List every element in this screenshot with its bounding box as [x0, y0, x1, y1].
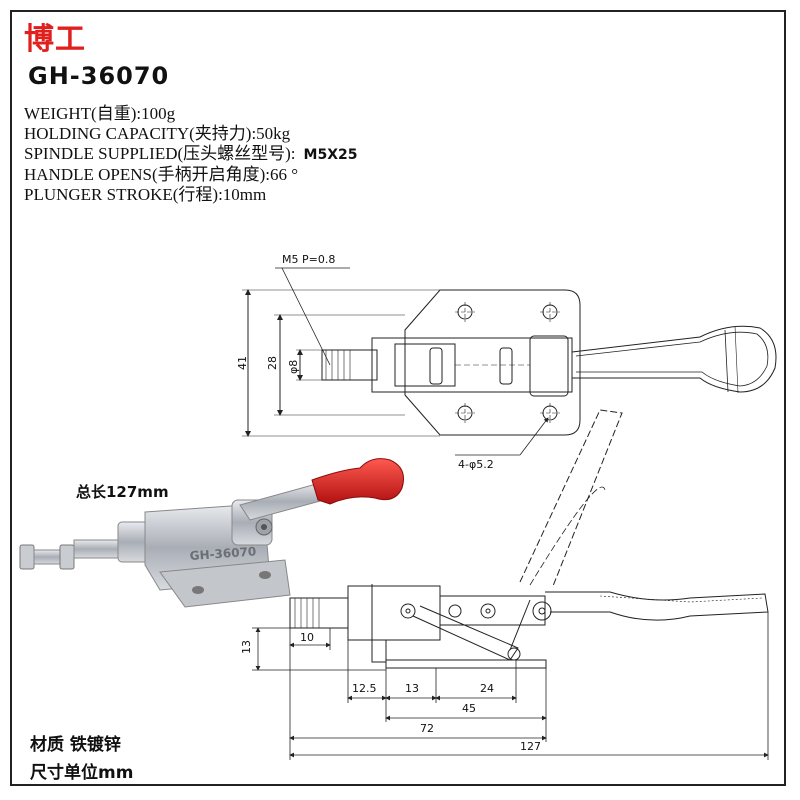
spec-spindle-text: SPINDLE SUPPLIED(压头螺丝型号):	[24, 144, 296, 163]
spec-stroke-text: PLUNGER STROKE(行程):10mm	[24, 185, 267, 204]
spec-handle-opens: HANDLE OPENS(手柄开启角度):66 °	[24, 165, 358, 185]
side-view-drawing	[252, 409, 769, 760]
dim-phi8: φ8	[287, 360, 300, 374]
spec-plunger-stroke: PLUNGER STROKE(行程):10mm	[24, 185, 358, 205]
top-handle	[571, 325, 777, 393]
total-length-note: 总长127mm	[76, 483, 169, 501]
outer-frame	[10, 10, 786, 786]
photo-engraving: GH-36070	[189, 544, 256, 563]
unit-note: 尺寸单位mm	[30, 763, 134, 783]
top-housing	[371, 337, 573, 393]
holes-label: 4-φ5.2	[458, 458, 494, 471]
spec-spindle: SPINDLE SUPPLIED(压头螺丝型号): M5X25	[24, 144, 358, 165]
spec-weight: WEIGHT(自重):100g	[24, 104, 358, 124]
spec-holding-text: HOLDING CAPACITY(夹持力):50kg	[24, 124, 291, 143]
side-housing	[347, 585, 441, 641]
dim-41: 41	[236, 356, 249, 370]
dim-45: 45	[462, 702, 476, 715]
dim-127: 127	[520, 740, 541, 753]
dim-10: 10	[300, 631, 314, 644]
top-base-plate	[404, 289, 581, 436]
model-number: GH-36070	[28, 62, 170, 90]
photo-red-grip	[311, 458, 404, 505]
side-view-labels: 13 10 12.5 13 24 45 72 127	[240, 631, 541, 753]
brand-name: 博工	[24, 22, 86, 57]
product-photo: GH-36070	[19, 458, 404, 608]
dim-28: 28	[266, 356, 279, 370]
dim-24: 24	[480, 682, 494, 695]
dim-72: 72	[420, 722, 434, 735]
spec-handle-text: HANDLE OPENS(手柄开启角度):66 °	[24, 165, 299, 184]
side-handle	[545, 591, 769, 621]
thread-label: M5 P=0.8	[282, 253, 335, 266]
top-view-drawing	[242, 267, 777, 456]
photo-handle-arm	[239, 482, 325, 521]
top-plunger-rod	[321, 349, 378, 381]
spec-holding-capacity: HOLDING CAPACITY(夹持力):50kg	[24, 124, 358, 144]
photo-plunger	[73, 539, 125, 559]
side-base	[385, 659, 547, 669]
material-note: 材质 铁镀锌	[30, 735, 121, 755]
spec-spindle-value: M5X25	[303, 147, 358, 163]
dim-12-5: 12.5	[352, 682, 377, 695]
photo-screw-head	[19, 544, 35, 570]
top-view-labels: M5 P=0.8 41 28 φ8 4-φ5.2	[236, 253, 494, 471]
side-open-handle	[519, 409, 623, 587]
dim-13: 13	[405, 682, 419, 695]
photo-base	[159, 559, 291, 608]
spec-weight-text: WEIGHT(自重):100g	[24, 104, 176, 123]
dim-13-vertical: 13	[240, 640, 253, 654]
spec-list: WEIGHT(自重):100g HOLDING CAPACITY(夹持力):50…	[24, 104, 358, 205]
